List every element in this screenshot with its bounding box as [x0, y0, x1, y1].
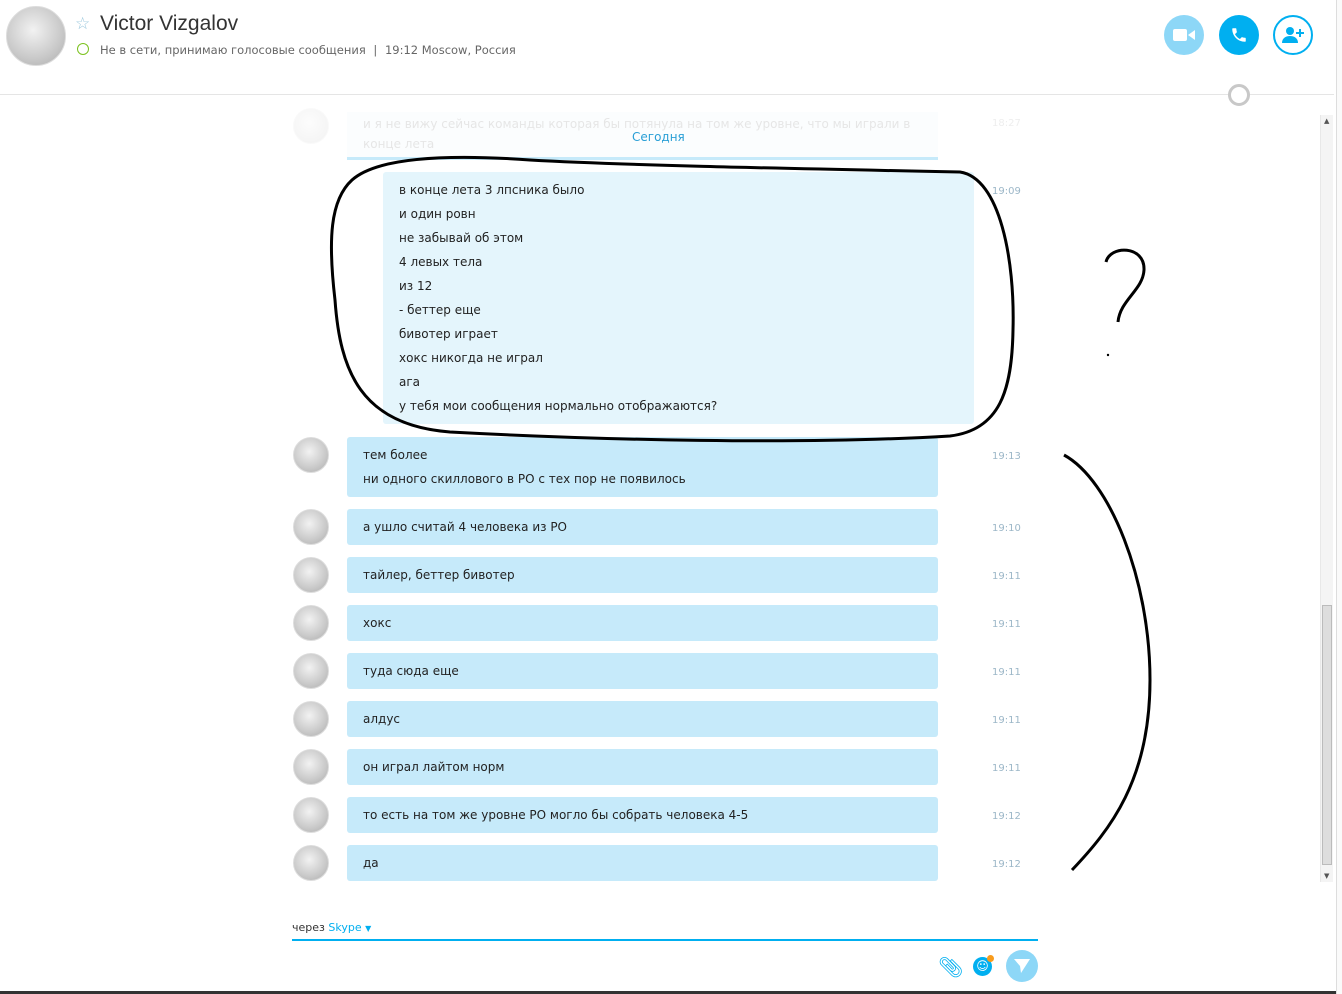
- message-line: ага: [399, 375, 421, 389]
- phone-icon: [1232, 28, 1246, 42]
- message-line: хокс: [363, 616, 392, 630]
- message-avatar[interactable]: [293, 557, 329, 593]
- message-bubble: он играл лайтом норм: [347, 749, 938, 785]
- contact-name: Victor Vizgalov: [100, 12, 239, 35]
- message-avatar[interactable]: [293, 653, 329, 689]
- notification-dot: [987, 955, 994, 962]
- chevron-down-icon: ▼: [365, 924, 372, 933]
- message-avatar[interactable]: [293, 437, 329, 473]
- message-time: 19:09: [992, 186, 1021, 197]
- message-time: 19:11: [992, 571, 1021, 582]
- message-time: 19:11: [992, 763, 1021, 774]
- message-line: алдус: [363, 712, 401, 726]
- message-bubble: тем более ни одного скиллового в РО с тех…: [347, 437, 938, 497]
- faded-message: и я не вижу сейчас команды которая бы по…: [347, 112, 938, 160]
- bottom-border: [0, 991, 1342, 994]
- favorite-star-icon[interactable]: ☆: [75, 14, 91, 34]
- message-time: 19:13: [992, 451, 1021, 462]
- message-bubble: то есть на том же уровне РО могло бы соб…: [347, 797, 938, 833]
- service-name: Skype: [328, 921, 362, 934]
- message-input[interactable]: [292, 939, 1038, 941]
- message-bubble: алдус: [347, 701, 938, 737]
- date-divider: Сегодня: [632, 130, 685, 144]
- message-avatar: [293, 108, 329, 144]
- window-edge: [1336, 0, 1342, 994]
- message-line: не забывай об этом: [399, 231, 524, 245]
- message-line: тем более: [363, 448, 428, 462]
- message-bubble: да: [347, 845, 938, 881]
- message-avatar[interactable]: [293, 701, 329, 737]
- attach-file-button[interactable]: 📎︎: [938, 955, 964, 979]
- add-person-icon: [1282, 27, 1304, 43]
- scroll-thumb[interactable]: [1322, 605, 1332, 865]
- scrollbar[interactable]: ▲ ▼: [1320, 115, 1333, 882]
- message-line: туда сюда еще: [363, 664, 459, 678]
- message-avatar[interactable]: [293, 845, 329, 881]
- header-divider: [0, 94, 1334, 95]
- drawn-bracket: [1063, 453, 1152, 872]
- message-avatar[interactable]: [293, 605, 329, 641]
- message-time: 18:27: [992, 118, 1021, 129]
- via-selector[interactable]: через Skype ▼: [292, 921, 372, 934]
- message-time: 19:12: [992, 859, 1021, 870]
- globe-icon[interactable]: [1228, 84, 1250, 106]
- message-line: ни одного скиллового в РО с тех пор не п…: [363, 472, 686, 486]
- emoticon-button[interactable]: ☺: [973, 955, 994, 976]
- message-time: 19:11: [992, 715, 1021, 726]
- message-time: 19:12: [992, 811, 1021, 822]
- video-camera-icon: [1173, 29, 1195, 41]
- message-bubble: тайлер, беттер бивотер: [347, 557, 938, 593]
- message-bubble: а ушло считай 4 человека из РО: [347, 509, 938, 545]
- message-time: 19:11: [992, 619, 1021, 630]
- message-bubble: туда сюда еще: [347, 653, 938, 689]
- message-bubble: хокс: [347, 605, 938, 641]
- contact-avatar[interactable]: [6, 6, 66, 66]
- send-icon: [1014, 959, 1030, 973]
- add-contact-button[interactable]: [1273, 15, 1313, 55]
- message-line: а ушло считай 4 человека из РО: [363, 520, 567, 534]
- drawn-ellipse: [329, 155, 1015, 443]
- message-line: да: [363, 856, 379, 870]
- message-line: из 12: [399, 279, 433, 293]
- message-line: тайлер, беттер бивотер: [363, 568, 515, 582]
- local-time: 19:12 Moscow, Россия: [384, 43, 516, 57]
- scroll-up-arrow[interactable]: ▲: [1324, 117, 1330, 125]
- video-call-button[interactable]: [1164, 15, 1204, 55]
- message-line: в конце лета 3 лпсника было: [399, 183, 585, 197]
- drawn-question-mark: [1104, 248, 1146, 323]
- status-text: Не в сети, принимаю голосовые сообщения: [100, 43, 366, 57]
- message-line: он играл лайтом норм: [363, 760, 505, 774]
- message-line: - беттер еще: [399, 303, 481, 317]
- message-line: и один ровн: [399, 207, 476, 221]
- message-line: у тебя мои сообщения нормально отображаю…: [399, 399, 718, 413]
- send-button[interactable]: [1006, 950, 1038, 982]
- message-time: 19:10: [992, 523, 1021, 534]
- message-time: 19:11: [992, 667, 1021, 678]
- audio-call-button[interactable]: [1219, 15, 1259, 55]
- message-avatar[interactable]: [293, 509, 329, 545]
- scroll-down-arrow[interactable]: ▼: [1324, 872, 1330, 880]
- message-avatar[interactable]: [293, 797, 329, 833]
- message-line: хокс никогда не играл: [399, 351, 543, 365]
- message-line: 4 левых тела: [399, 255, 483, 269]
- message-group: в конце лета 3 лпсника было и один ровн не…: [383, 172, 974, 424]
- message-line: бивотер играет: [399, 327, 498, 341]
- status-line: Не в сети, принимаю голосовые сообщения …: [100, 43, 516, 57]
- status-offline-icon: [77, 43, 89, 55]
- message-line: то есть на том же уровне РО могло бы соб…: [363, 808, 749, 822]
- message-avatar[interactable]: [293, 749, 329, 785]
